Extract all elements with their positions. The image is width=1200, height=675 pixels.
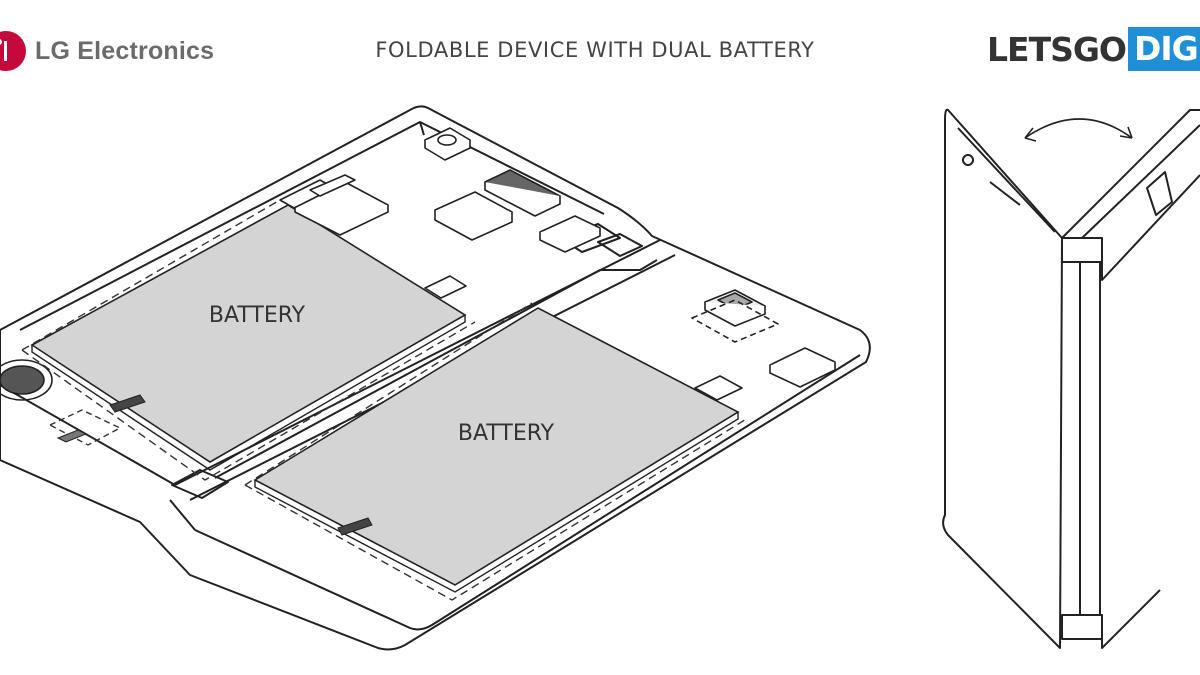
lg-header: LG Electronics	[0, 26, 214, 76]
diagram-title: FOLDABLE DEVICE WITH DUAL BATTERY	[375, 38, 815, 62]
letsgodigital-watermark: LETSGO DIGIT	[987, 26, 1200, 72]
battery-2-label: BATTERY	[458, 421, 555, 446]
upper-panel-components	[279, 127, 601, 299]
device-outline	[0, 105, 871, 651]
lg-logo-icon	[0, 31, 26, 71]
speaker-component	[0, 359, 122, 446]
right-panel-components	[691, 289, 836, 401]
watermark-right-text: DIGIT	[1128, 27, 1200, 71]
watermark-left-text: LETSGO	[987, 29, 1127, 69]
folded-device-view	[942, 108, 1200, 649]
battery-1: BATTERY	[21, 199, 476, 481]
battery-1-label: BATTERY	[209, 303, 306, 328]
battery-2: BATTERY	[244, 302, 749, 601]
brand-name: LG Electronics	[35, 36, 215, 65]
